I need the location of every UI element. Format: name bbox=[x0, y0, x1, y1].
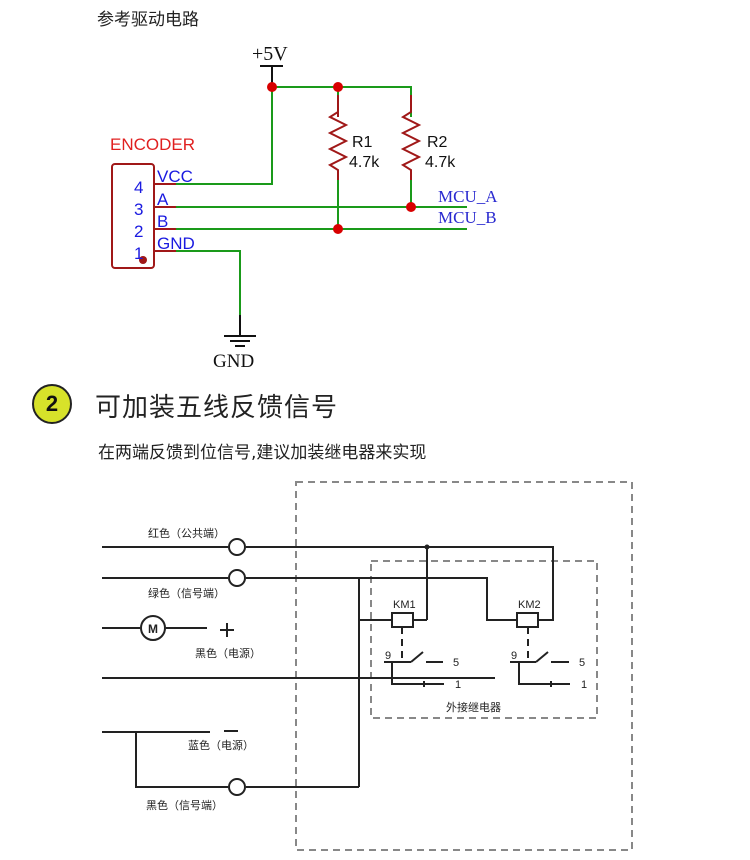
wire-label-blue-power: 蓝色（电源） bbox=[188, 738, 254, 752]
wire-label-black-power: 黑色（电源） bbox=[195, 646, 261, 660]
contact-nc: 1 bbox=[581, 679, 587, 691]
pin-number: 2 bbox=[134, 222, 143, 241]
contact-common: 9 bbox=[385, 650, 391, 662]
section-title: 可加装五线反馈信号 bbox=[95, 393, 339, 423]
contact-no: 5 bbox=[579, 657, 585, 669]
r2-ref: R2 bbox=[427, 134, 448, 151]
r1-ref: R1 bbox=[352, 134, 373, 151]
pin-name: A bbox=[157, 190, 169, 209]
connector-pins bbox=[154, 183, 176, 252]
relay-km2: KM2 9 5 1 bbox=[510, 599, 587, 691]
encoder-connector bbox=[111, 163, 155, 269]
page-title: 参考驱动电路 bbox=[97, 10, 199, 30]
pin-number: 3 bbox=[134, 200, 143, 219]
pin-name: GND bbox=[157, 234, 195, 253]
wire-label-black-signal: 黑色（信号端） bbox=[146, 798, 223, 812]
pin-number: 1 bbox=[134, 244, 143, 263]
relay-contacts bbox=[510, 651, 570, 687]
ground-label: GND bbox=[213, 351, 254, 372]
junction-dot bbox=[406, 202, 416, 212]
connector-label: ENCODER bbox=[110, 135, 195, 154]
junction-dot bbox=[333, 82, 343, 92]
relay-coil bbox=[391, 612, 414, 628]
contact-no: 5 bbox=[453, 657, 459, 669]
terminal-circle bbox=[228, 778, 246, 796]
contact-nc: 1 bbox=[455, 679, 461, 691]
gnd-wire bbox=[175, 250, 241, 315]
polarity-marks bbox=[220, 623, 238, 732]
relay-box-label: 外接继电器 bbox=[446, 701, 501, 714]
terminal-circle bbox=[228, 569, 246, 587]
vcc-rail bbox=[272, 86, 412, 117]
relay-dashed-box bbox=[370, 560, 598, 719]
outer-dashed-box bbox=[295, 481, 633, 851]
relay-name: KM1 bbox=[393, 599, 416, 611]
junction-dot bbox=[333, 224, 343, 234]
net-label-mcu-b: MCU_B bbox=[438, 208, 497, 227]
minus-polarity: − bbox=[231, 734, 232, 736]
motor-label: M bbox=[148, 622, 158, 636]
ground-symbol bbox=[224, 315, 256, 347]
terminal-circle bbox=[228, 538, 246, 556]
pin-name: B bbox=[157, 212, 168, 231]
motor-symbol bbox=[140, 615, 166, 641]
pin-name: VCC bbox=[157, 167, 193, 186]
supply-label: +5V bbox=[252, 43, 288, 65]
resistor-r2 bbox=[400, 95, 422, 180]
junction-dot bbox=[267, 82, 277, 92]
relay-contacts bbox=[384, 651, 444, 687]
relay-name: KM2 bbox=[518, 599, 541, 611]
resistor-r1 bbox=[327, 95, 349, 180]
junction-dot bbox=[424, 544, 430, 550]
pin-number: 4 bbox=[134, 178, 143, 197]
relay-wiring bbox=[102, 546, 554, 788]
wire-label-red: 红色（公共端） bbox=[148, 526, 225, 540]
section-subtitle: 在两端反馈到位信号,建议加装继电器来实现 bbox=[98, 443, 427, 463]
relay-km1: KM1 9 5 1 bbox=[384, 599, 461, 691]
r1-value: 4.7k bbox=[349, 154, 380, 171]
junctions bbox=[267, 82, 416, 234]
net-label-mcu-a: MCU_A bbox=[438, 187, 498, 206]
wire-label-green: 绿色（信号端） bbox=[148, 586, 225, 600]
vcc-wire bbox=[175, 87, 273, 185]
r2-value: 4.7k bbox=[425, 154, 456, 171]
relay-coil bbox=[516, 612, 539, 628]
contact-common: 9 bbox=[511, 650, 517, 662]
step-number-badge: 2 bbox=[32, 384, 72, 424]
wires bbox=[175, 86, 467, 315]
pin1-marker bbox=[139, 256, 147, 264]
